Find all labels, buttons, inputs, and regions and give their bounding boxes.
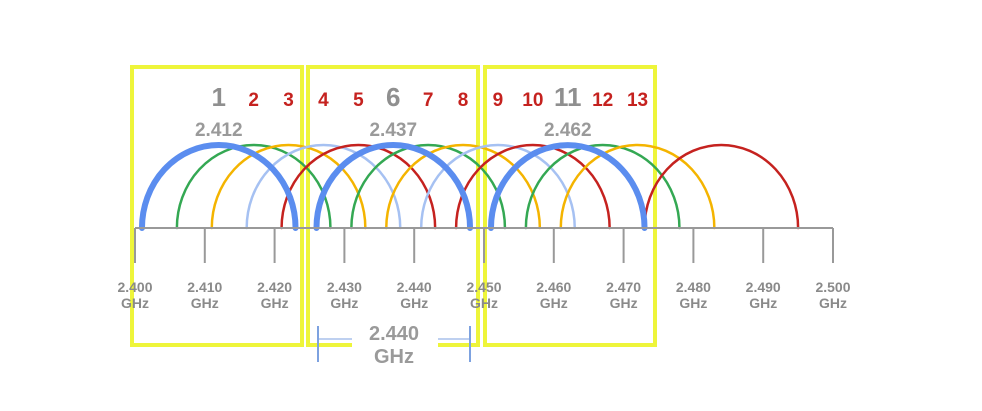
tick-unit-label: GHz xyxy=(121,295,149,311)
channel-arc-13 xyxy=(559,143,716,230)
channel-arc-11 xyxy=(487,142,648,231)
tick-value-label: 2.410 xyxy=(187,279,222,295)
channel-number-6: 6 xyxy=(386,82,400,112)
channel-arc-1 xyxy=(138,142,299,231)
channel-number-1: 1 xyxy=(212,82,226,112)
tick-value-label: 2.480 xyxy=(676,279,711,295)
channel-number-12: 12 xyxy=(592,90,613,111)
channel-number-7: 7 xyxy=(423,90,434,111)
center-frequency-label: 2.437 xyxy=(369,120,417,141)
tick-unit-label: GHz xyxy=(610,295,638,311)
tick-value-label: 2.450 xyxy=(466,279,501,295)
channel-group-box xyxy=(483,65,657,347)
channel-group-box xyxy=(130,65,304,347)
tick-unit-label: GHz xyxy=(261,295,289,311)
tick-unit-label: GHz xyxy=(749,295,777,311)
channel-number-10: 10 xyxy=(522,90,543,111)
tick-value-label: 2.460 xyxy=(536,279,571,295)
tick-unit-label: GHz xyxy=(400,295,428,311)
frequency-axis: 2.400GHz2.410GHz2.420GHz2.430GHz2.440GHz… xyxy=(117,227,851,311)
channel-arc-3 xyxy=(210,143,367,230)
channel-arc-8 xyxy=(385,143,542,230)
tick-value-label: 2.500 xyxy=(815,279,850,295)
channel-arcs xyxy=(138,142,800,231)
channel-arc-9 xyxy=(419,143,576,230)
channel-arc-12 xyxy=(524,143,681,230)
tick-unit-label: GHz xyxy=(679,295,707,311)
channel-number-9: 9 xyxy=(493,90,504,111)
span-label-background xyxy=(352,322,438,370)
channel-number-11: 11 xyxy=(554,82,582,112)
channel-number-3: 3 xyxy=(283,90,294,111)
tick-value-label: 2.440 xyxy=(397,279,432,295)
tick-unit-label: GHz xyxy=(191,295,219,311)
tick-unit-label: GHz xyxy=(540,295,568,311)
tick-unit-label: GHz xyxy=(330,295,358,311)
channel-number-5: 5 xyxy=(353,90,364,111)
tick-value-label: 2.430 xyxy=(327,279,362,295)
tick-value-label: 2.400 xyxy=(117,279,152,295)
center-frequency-label: 2.412 xyxy=(195,120,243,141)
channel-arc-extra xyxy=(643,143,800,230)
channel-arc-4 xyxy=(245,143,402,230)
center-frequency-label: 2.462 xyxy=(544,120,592,141)
channel-number-13: 13 xyxy=(627,90,648,111)
tick-value-label: 2.420 xyxy=(257,279,292,295)
tick-value-label: 2.490 xyxy=(746,279,781,295)
channel-number-2: 2 xyxy=(248,90,259,111)
tick-value-label: 2.470 xyxy=(606,279,641,295)
channel-number-4: 4 xyxy=(318,90,329,111)
channel-number-8: 8 xyxy=(458,90,469,111)
tick-unit-label: GHz xyxy=(819,295,847,311)
tick-unit-label: GHz xyxy=(470,295,498,311)
channel-arc-6 xyxy=(313,142,474,231)
span-value-label: 2.440 xyxy=(369,323,419,345)
span-unit-label: GHz xyxy=(374,346,414,368)
